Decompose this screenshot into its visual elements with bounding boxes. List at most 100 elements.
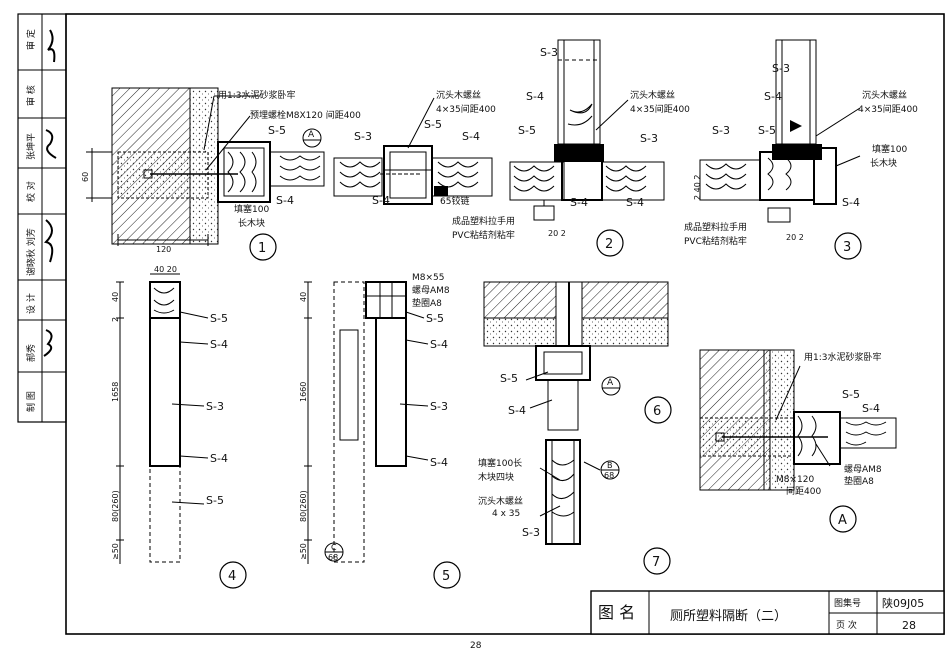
- d4-s4-a: S-4: [210, 338, 228, 351]
- detail-5-number: 5: [442, 569, 450, 584]
- detail-2-number: 2: [605, 237, 613, 252]
- d2-dim: 20 2: [548, 229, 566, 238]
- d5-s4-a: S-4: [430, 338, 448, 351]
- d3-block2: 长木块: [870, 157, 897, 169]
- d5-s3: S-3: [430, 400, 448, 413]
- d2b-screw: 沉头木螺丝: [630, 89, 675, 101]
- detail-7: 填塞100长 木块四块 沉头木螺丝 4 x 35 S-3 B 68 7: [478, 439, 671, 575]
- detail-6-number: 6: [653, 404, 661, 419]
- d3-s4-top: S-4: [764, 90, 782, 103]
- dA-spacing: 间距400: [786, 485, 821, 497]
- d7-screw-spec: 4 x 35: [492, 509, 520, 519]
- d1-note-mortar: 用1:3水泥砂浆卧牢: [218, 89, 296, 101]
- dA-s5: S-5: [842, 388, 860, 401]
- d5-dim-3: ≥50: [299, 543, 308, 560]
- d2b-s4-a: S-4: [570, 196, 588, 209]
- d6-s5: S-5: [500, 372, 518, 385]
- d5-dim-0: 40: [299, 292, 308, 302]
- detail-a: 用1:3水泥砂浆卧牢 S-5 S-4 螺母AM8 垫圈A8 M8×120 间距4…: [699, 349, 897, 533]
- d1-dim-120: 120: [156, 245, 171, 254]
- d5-ref-num: C: [331, 543, 337, 552]
- d7-ref-num: B: [607, 461, 613, 470]
- d3-screw-spec: 4×35间距400: [858, 103, 918, 115]
- dA-bolt: M8×120: [776, 475, 814, 485]
- detail-1: 用1:3水泥砂浆卧牢 预埋螺栓M8X120 间距400 填塞100 长木块 12…: [81, 87, 361, 261]
- detail-a-number: A: [838, 513, 847, 528]
- sidebar-role-3: 设 计: [25, 293, 37, 314]
- d4-s3: S-3: [206, 400, 224, 413]
- sidebar-role-1: 审 核: [25, 85, 37, 106]
- d2a-hinge: 65铰链: [440, 195, 469, 207]
- d5-nut: 螺母AM8: [412, 285, 450, 296]
- d2a-s5: S-5: [424, 118, 442, 131]
- d5-bolt: M8×55: [412, 273, 444, 283]
- d2b-s4-top: S-4: [526, 90, 544, 103]
- d3-handle2: PVC粘结剂粘牢: [684, 235, 747, 247]
- d2b-s4-b: S-4: [626, 196, 644, 209]
- detail-4-badge: [219, 561, 247, 589]
- detail-a-badge: [829, 505, 857, 533]
- d3-s3-top: S-3: [772, 62, 790, 75]
- detail-6-badge: [644, 396, 672, 424]
- d2b-s5: S-5: [518, 124, 536, 137]
- d4-dim-3: 80(260): [111, 490, 120, 522]
- d4-s5-top: S-5: [210, 312, 228, 325]
- d7-block: 填塞100长: [478, 457, 522, 469]
- detail-3-number: 3: [843, 240, 851, 255]
- d5-washer: 垫圈A8: [412, 297, 442, 309]
- signature-strip: 审 定 审 核 张坤平 校 对 谢晓秋 刘芳 设 计 郝秀 制 图: [17, 13, 67, 423]
- page-label: 页 次: [836, 619, 857, 631]
- sidebar-name-1: 张坤平: [25, 133, 37, 160]
- sidebar-name-3: 郝秀: [25, 344, 37, 362]
- d4-dim-1: 2: [111, 317, 120, 322]
- detail-2-badge: [596, 229, 624, 257]
- d1-note-bolt: 预埋螺栓M8X120 间距400: [250, 109, 361, 121]
- detail-5-badge: [433, 561, 461, 589]
- d1-ref: A: [308, 130, 315, 140]
- signature-mark: [43, 29, 57, 357]
- d7-ref-page: 68: [604, 471, 614, 480]
- d4-dim-4: ≥50: [111, 543, 120, 560]
- d7-screw: 沉头木螺丝: [478, 495, 523, 507]
- dA-s4: S-4: [862, 402, 880, 415]
- detail-2a: 沉头木螺丝 4×35间距400 S-5 S-3 S-4 S-4 65铰链: [333, 89, 496, 207]
- d6-ref-circle: [601, 376, 621, 396]
- d2b-screw-spec: 4×35间距400: [630, 103, 690, 115]
- d3-screw: 沉头木螺丝: [862, 89, 907, 101]
- d1-ref-circle: [302, 128, 322, 148]
- page-number: 28: [470, 641, 482, 651]
- d5-s5: S-5: [426, 312, 444, 325]
- page-value: 28: [902, 619, 916, 632]
- sidebar-name-2: 谢晓秋 刘芳: [25, 228, 37, 276]
- d3-dim-v: 2 40 2: [693, 175, 702, 200]
- atlas-label: 图集号: [834, 597, 861, 609]
- d1-s4: S-4: [276, 194, 294, 207]
- d3-dim: 20 2: [786, 233, 804, 242]
- d2a-s4-right: S-4: [462, 130, 480, 143]
- detail-7-badge: [643, 547, 671, 575]
- d1-dim-60: 60: [81, 172, 90, 182]
- sidebar-role-0: 审 定: [25, 29, 37, 50]
- title-name-label: 图 名: [598, 603, 635, 622]
- dA-nut: 螺母AM8: [844, 464, 882, 475]
- d2b-s3-right: S-3: [640, 132, 658, 145]
- d1-block: 填塞100: [234, 203, 269, 215]
- d5-ref-page: 68: [328, 553, 338, 562]
- d2a-screw-spec: 4×35间距400: [436, 103, 496, 115]
- detail-6: A S-5 S-4 6: [483, 281, 672, 431]
- d3-s3-left: S-3: [712, 124, 730, 137]
- d2-handle2: PVC粘结剂粘牢: [452, 229, 515, 241]
- d5-s4-b: S-4: [430, 456, 448, 469]
- detail-5: M8×55 螺母AM8 垫圈A8 40 1660 80(260) ≥50 S-5…: [299, 273, 461, 589]
- d3-s5: S-5: [758, 124, 776, 137]
- drawing-title: 厕所塑料隔断（二）: [670, 609, 787, 624]
- d5-dim-1: 1660: [299, 382, 308, 402]
- embedded-bolt-zone: [117, 151, 209, 199]
- d2a-s4-bottom: S-4: [372, 194, 390, 207]
- d1-block2: 长木块: [238, 217, 265, 229]
- detail-3-badge: [834, 232, 862, 260]
- d3-handle: 成品塑料拉手用: [684, 221, 747, 233]
- sidebar-role-2: 校 对: [25, 181, 37, 202]
- d6-ref: A: [607, 378, 614, 388]
